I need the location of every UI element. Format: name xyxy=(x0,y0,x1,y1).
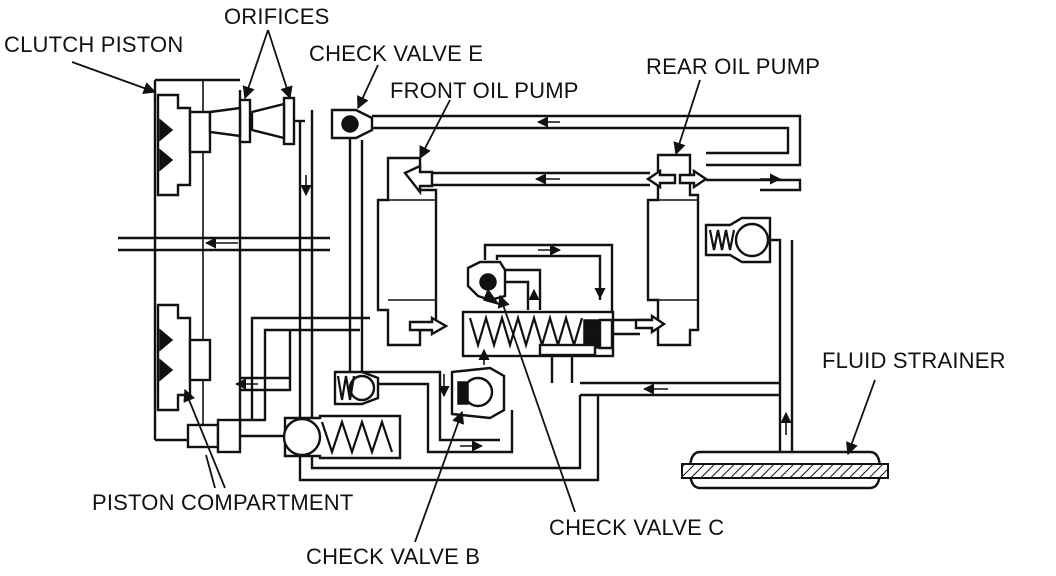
check-valve-rear xyxy=(704,216,772,264)
label-front-oil-pump: FRONT OIL PUMP xyxy=(390,78,579,103)
label-piston-compartment: PISTON COMPARTMENT xyxy=(92,490,354,515)
oil-passages xyxy=(234,110,802,482)
rear-oil-pump xyxy=(634,153,709,347)
pressure-regulator xyxy=(461,310,640,358)
label-check-valve-c: CHECK VALVE C xyxy=(549,515,724,540)
orifice-fittings xyxy=(208,96,305,146)
label-fluid-strainer: FLUID STRAINER xyxy=(822,348,1006,373)
label-orifices: ORIFICES xyxy=(224,4,330,29)
piston-compartment-relief xyxy=(282,414,402,460)
clutch-piston-lower xyxy=(156,303,212,412)
front-oil-pump xyxy=(376,156,449,347)
fluid-strainer xyxy=(681,450,889,490)
leader-lines xyxy=(71,29,876,543)
label-check-valve-b: CHECK VALVE B xyxy=(306,544,480,569)
check-valve-left xyxy=(333,370,380,406)
piston-compartment-plug xyxy=(186,418,285,454)
check-valve-c xyxy=(466,260,507,306)
label-rear-oil-pump: REAR OIL PUMP xyxy=(646,54,820,79)
label-clutch-piston: CLUTCH PISTON xyxy=(4,32,183,57)
clutch-assembly xyxy=(118,78,330,454)
check-valve-b xyxy=(450,348,506,420)
label-check-valve-e: CHECK VALVE E xyxy=(309,41,483,66)
check-valve-e xyxy=(330,108,374,140)
